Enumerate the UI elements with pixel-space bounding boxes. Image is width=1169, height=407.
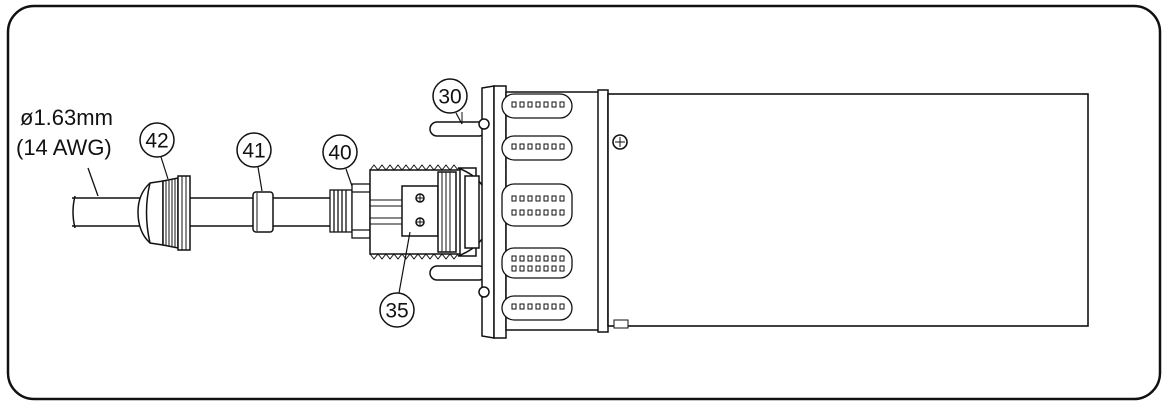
callout-41: 41 <box>236 132 272 192</box>
wire-spec-leader <box>87 167 99 197</box>
wire-gauge-label: (14 AWG) <box>16 135 112 160</box>
diagram-frame <box>6 4 1162 401</box>
callout-30: 30 <box>432 78 468 125</box>
part-42-cable-gland <box>137 175 191 251</box>
part-40-clamp <box>329 183 371 239</box>
wire-diameter-label: ø1.63mm <box>20 105 113 130</box>
cable <box>72 195 335 229</box>
svg-text:42: 42 <box>145 130 168 153</box>
callout-40: 40 <box>322 134 358 187</box>
svg-text:41: 41 <box>242 140 265 163</box>
part-41-seal <box>252 191 274 233</box>
probe-body <box>501 89 609 333</box>
main-enclosure <box>607 93 1089 329</box>
terminal-housing <box>369 164 461 260</box>
svg-text:30: 30 <box>438 86 461 109</box>
callout-35: 35 <box>379 231 415 328</box>
svg-text:40: 40 <box>328 142 351 165</box>
callout-42: 42 <box>139 122 175 180</box>
svg-text:35: 35 <box>385 300 408 323</box>
